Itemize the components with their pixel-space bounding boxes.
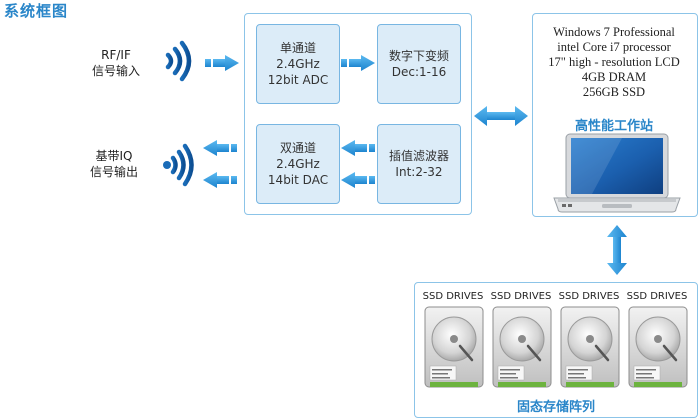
- interp-filter-block: 插值滤波器 Int:2-32: [377, 124, 461, 204]
- adc-line2: 2.4GHz: [276, 57, 320, 71]
- ssd-label-4: SSD DRIVES: [626, 291, 688, 302]
- dac-line1: 双通道: [279, 141, 316, 155]
- wireless-signal-icon: [163, 143, 194, 187]
- ssd-label-2: SSD DRIVES: [490, 291, 552, 302]
- ddc-block: 数字下变频 Dec:1-16: [377, 24, 461, 104]
- rf-input-line1: RF/IF: [101, 48, 131, 62]
- storage-label: 固态存储阵列: [516, 400, 595, 415]
- dac-line3: 14bit DAC: [267, 173, 329, 187]
- hard-drive-icon: [560, 306, 620, 388]
- spec-storage: 256GB SSD: [582, 85, 646, 99]
- adc-line3: 12bit ADC: [267, 73, 329, 87]
- arrow-right-icon: [205, 55, 239, 71]
- hard-drive-icon: [424, 306, 484, 388]
- arrow-left-icon: [341, 140, 375, 156]
- arrow-left-icon: [203, 172, 237, 188]
- double-arrow-icon: [474, 106, 528, 126]
- interp-line1: 插值滤波器: [388, 149, 449, 163]
- double-arrow-icon: [607, 225, 627, 275]
- rf-input-line2: 信号输入: [91, 64, 140, 78]
- spec-display: 17" high - resolution LCD: [548, 55, 680, 69]
- arrow-left-icon: [203, 140, 237, 156]
- baseband-output-label: 基带IQ 信号输出: [83, 148, 145, 180]
- dac-block: 双通道 2.4GHz 14bit DAC: [256, 124, 340, 204]
- arrow-right-icon: [341, 55, 375, 71]
- adc-line1: 单通道: [279, 41, 316, 55]
- rf-input-label: RF/IF 信号输入: [86, 47, 146, 79]
- laptop-icon: [553, 133, 681, 213]
- workstation-label: 高性能工作站: [574, 119, 653, 134]
- wireless-signal-icon: [165, 40, 192, 82]
- dac-line2: 2.4GHz: [276, 157, 320, 171]
- ssd-label-1: SSD DRIVES: [422, 291, 484, 302]
- page-title: 系统框图: [4, 2, 69, 20]
- hard-drive-icon: [492, 306, 552, 388]
- spec-memory: 4GB DRAM: [581, 70, 647, 84]
- ddc-line1: 数字下变频: [388, 49, 449, 63]
- baseband-output-line1: 基带IQ: [95, 149, 133, 163]
- spec-cpu: intel Core i7 processor: [557, 40, 671, 54]
- ddc-line2: Dec:1-16: [391, 65, 447, 79]
- workstation-specs: Windows 7 Professional intel Core i7 pro…: [534, 25, 694, 100]
- baseband-output-line2: 信号输出: [89, 165, 138, 179]
- spec-os: Windows 7 Professional: [553, 25, 675, 39]
- ssd-label-3: SSD DRIVES: [558, 291, 620, 302]
- hard-drive-icon: [628, 306, 688, 388]
- adc-block: 单通道 2.4GHz 12bit ADC: [256, 24, 340, 104]
- arrow-left-icon: [341, 172, 375, 188]
- interp-line2: Int:2-32: [395, 165, 443, 179]
